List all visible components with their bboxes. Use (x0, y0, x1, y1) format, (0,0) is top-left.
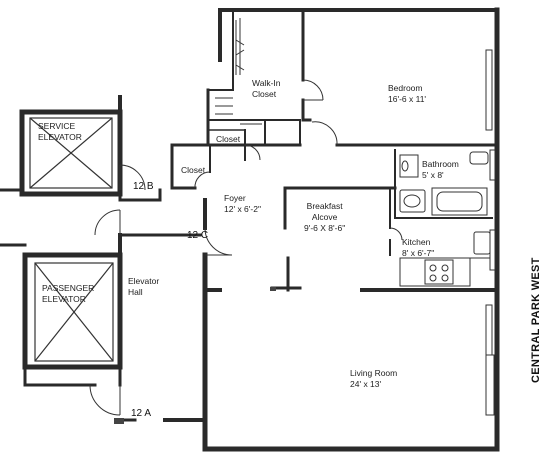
door-swings (89, 79, 403, 416)
bathroom-label: Bathroom 5' x 8' (422, 159, 459, 180)
walls (0, 7, 500, 452)
bedroom-label: Bedroom 16'-6 x 11' (388, 83, 427, 104)
breakfast-alcove-label: Breakfast Alcove 9'-6 X 8'-6" (304, 201, 346, 233)
living-room-label: Living Room 24' x 13' (350, 368, 398, 389)
street-name: CENTRAL PARK WEST (530, 257, 542, 383)
kitchen-label: Kitchen 8' x 6'-7" (402, 237, 435, 258)
unit-12b-label: 12 B (133, 181, 154, 192)
elevator-cabins (29, 117, 114, 362)
kitchen-fixtures (399, 231, 491, 287)
columns (114, 287, 276, 424)
unit-12c-label: 12 C (187, 230, 209, 241)
passenger-elevator-label: PASSENGER ELEVATOR (42, 283, 95, 304)
closet-shelves (215, 18, 262, 125)
walk-in-closet-label: Walk-In Closet (252, 78, 281, 99)
windows (485, 49, 496, 416)
foyer-label: Foyer 12' x 6'-2" (224, 193, 261, 214)
service-elevator-label: SERVICE ELEVATOR (38, 121, 82, 142)
closet-upper-label: Closet (216, 134, 241, 144)
bathroom-fixtures (399, 151, 489, 216)
elevator-hall-label: Elevator Hall (128, 276, 160, 297)
closet-lower-label: Closet (181, 165, 206, 175)
unit-12a-label: 12 A (131, 408, 152, 419)
